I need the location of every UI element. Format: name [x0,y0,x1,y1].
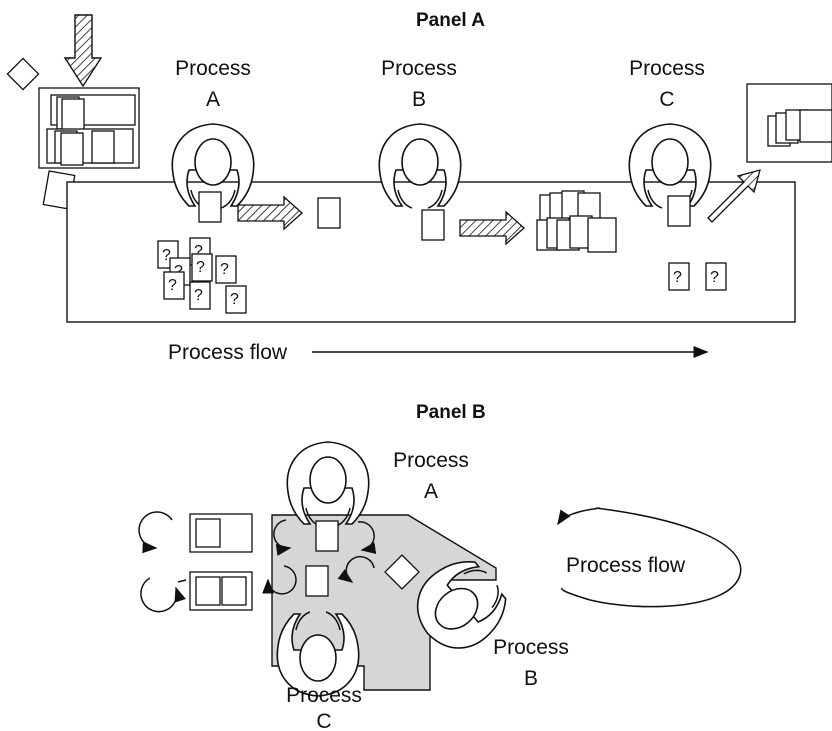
wip-paper [306,566,328,596]
svg-text:?: ? [230,291,239,308]
process-b-label-line2: B [524,667,538,690]
diamond-icon [7,58,38,89]
panel-b-title: Panel B [416,402,486,423]
process-flow-loop-arrow [558,508,600,524]
panel-a-title: Panel A [416,10,485,31]
process-b-label-line1: Process [493,636,569,659]
side-tray-top [190,514,252,552]
process-b-label-line2: B [412,88,426,111]
process-a-label-line1: Process [175,57,251,80]
side-tray-bottom [190,572,252,610]
svg-text:?: ? [168,277,177,294]
panel-a: Panel A Process A ? ? ? [7,10,832,364]
process-a-label-line2: A [424,480,438,503]
process-b-label-line1: Process [381,57,457,80]
handoff-paper [318,198,340,228]
tray-cycle-arrow-icon [139,512,172,548]
wip-paper [199,192,221,222]
output-tray [747,84,832,162]
svg-text:?: ? [194,287,203,304]
process-a-label-line1: Process [393,449,469,472]
svg-text:?: ? [220,261,229,278]
process-c-label-line1: Process [629,57,705,80]
wip-paper [668,196,690,226]
worker-a-icon [287,442,368,526]
incoming-arrow-icon [65,15,101,86]
process-flow-label-b: Process flow [566,554,686,577]
tray-connector [178,580,186,582]
process-c-label-line1: Process [286,684,362,707]
wip-paper [422,210,444,240]
panel-b: Panel B Process A Process C Process B [139,402,741,731]
svg-text:?: ? [196,259,205,276]
process-c-label-line2: C [659,88,674,111]
process-c-label-line2: C [316,710,331,731]
wip-paper [316,521,338,551]
input-tray [39,88,139,168]
svg-text:?: ? [673,269,682,286]
svg-text:?: ? [710,269,719,286]
process-a-label-line2: A [206,88,220,111]
process-flow-label-a: Process flow [168,341,288,364]
tray-cycle-arrow-icon [141,578,177,612]
